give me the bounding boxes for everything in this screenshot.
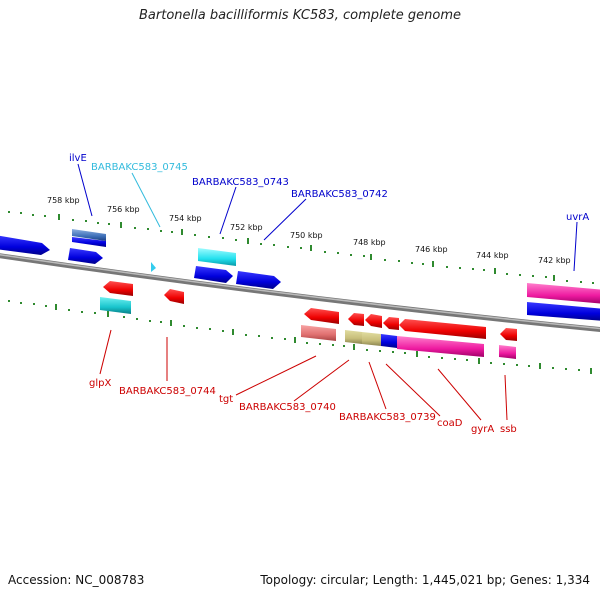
leader-line (293, 359, 350, 402)
leader-line (77, 163, 93, 217)
genome-backbone-highlight (0, 253, 600, 330)
map-title: Bartonella bacilliformis KC583, complete… (139, 8, 461, 23)
accession-text: Accession: NC_008783 (8, 573, 145, 587)
gene-arrow[interactable] (527, 302, 600, 321)
reverse-gene-labels: glpX BARBAKC583_0744 tgt BARBAKC583_0740… (89, 378, 517, 435)
reverse-genes (100, 281, 517, 359)
gene-label-ilvE[interactable]: ilvE (69, 153, 87, 164)
gene-label-BARBAKC583-0742[interactable]: BARBAKC583_0742 (291, 189, 388, 200)
gene-BARBAKC583-0739-arrow[interactable] (362, 332, 381, 346)
upper-scale-ruler (8, 211, 594, 284)
forward-genes (0, 229, 600, 321)
gene-label-BARBAKC583-0740[interactable]: BARBAKC583_0740 (239, 402, 336, 413)
gene-arrow[interactable] (0, 235, 50, 255)
scale-label: 752 kbp (230, 223, 263, 232)
leader-line (573, 221, 578, 272)
scale-label: 756 kbp (107, 205, 140, 214)
gene-BARBAKC583-0740-arrow[interactable] (345, 330, 362, 344)
forward-label-leaders (77, 163, 578, 272)
leader-line (235, 355, 317, 396)
leader-line (99, 329, 112, 375)
gene-arrow[interactable] (381, 334, 397, 348)
scale-label: 746 kbp (415, 245, 448, 254)
gene-arrow[interactable] (194, 266, 233, 283)
gene-arrow[interactable] (383, 317, 399, 330)
gene-label-coaD[interactable]: coaD (437, 418, 463, 429)
gene-ssb-arrow[interactable] (499, 345, 516, 359)
gene-gyrA-arrow[interactable] (399, 319, 486, 339)
reverse-label-leaders (99, 329, 508, 421)
scale-label: 742 kbp (538, 256, 571, 265)
gene-arrow[interactable] (500, 328, 517, 341)
gene-ilvE-arrow[interactable] (72, 229, 106, 241)
scale-label: 748 kbp (353, 238, 386, 247)
gene-label-ssb[interactable]: ssb (500, 424, 517, 435)
gene-BARBAKC583-0743-arrow[interactable] (198, 248, 236, 266)
gene-label-gyrA[interactable]: gyrA (471, 424, 494, 435)
scale-label: 758 kbp (47, 196, 80, 205)
scale-label: 744 kbp (476, 251, 509, 260)
gene-label-BARBAKC583-0739[interactable]: BARBAKC583_0739 (339, 412, 436, 423)
leader-line (263, 198, 307, 241)
gene-arrow[interactable] (68, 248, 103, 264)
gene-BARBAKC583-0744-arrow[interactable] (164, 289, 184, 304)
gene-tgt-arrow[interactable] (301, 325, 336, 341)
gene-label-uvrA[interactable]: uvrA (566, 212, 589, 223)
lower-scale-ruler (8, 300, 592, 374)
gene-coaD-arrow[interactable] (397, 336, 484, 357)
leader-line (219, 186, 237, 235)
forward-gene-labels: ilvE BARBAKC583_0745 BARBAKC583_0743 BAR… (69, 153, 589, 223)
gene-uvrA-arrow[interactable] (527, 283, 600, 304)
gene-glpX-arrow[interactable] (100, 297, 131, 314)
genome-backbone (0, 253, 600, 333)
gene-arrow[interactable] (103, 281, 133, 296)
scale-labels: 758 kbp 756 kbp 754 kbp 752 kbp 750 kbp … (47, 196, 571, 265)
gene-BARBAKC583-0745-arrow[interactable] (151, 262, 156, 272)
leader-line (368, 361, 387, 410)
leader-line (437, 368, 482, 421)
scale-label: 754 kbp (169, 214, 202, 223)
gene-label-BARBAKC583-0743[interactable]: BARBAKC583_0743 (192, 177, 289, 188)
leader-line (131, 172, 161, 228)
gene-label-BARBAKC583-0745[interactable]: BARBAKC583_0745 (91, 162, 188, 173)
leader-line (385, 363, 441, 417)
gene-label-tgt[interactable]: tgt (219, 394, 233, 405)
gene-arrow[interactable] (72, 237, 106, 247)
leader-line (504, 374, 508, 421)
gene-label-BARBAKC583-0744[interactable]: BARBAKC583_0744 (119, 386, 216, 397)
gene-arrow[interactable] (304, 308, 339, 324)
scale-label: 750 kbp (290, 231, 323, 240)
gene-arrow[interactable] (365, 314, 382, 328)
gene-label-glpX[interactable]: glpX (89, 378, 111, 389)
gene-BARBAKC583-0742-arrow[interactable] (236, 271, 281, 289)
gene-arrow[interactable] (348, 313, 364, 326)
genome-summary-text: Topology: circular; Length: 1,445,021 bp… (260, 573, 590, 587)
